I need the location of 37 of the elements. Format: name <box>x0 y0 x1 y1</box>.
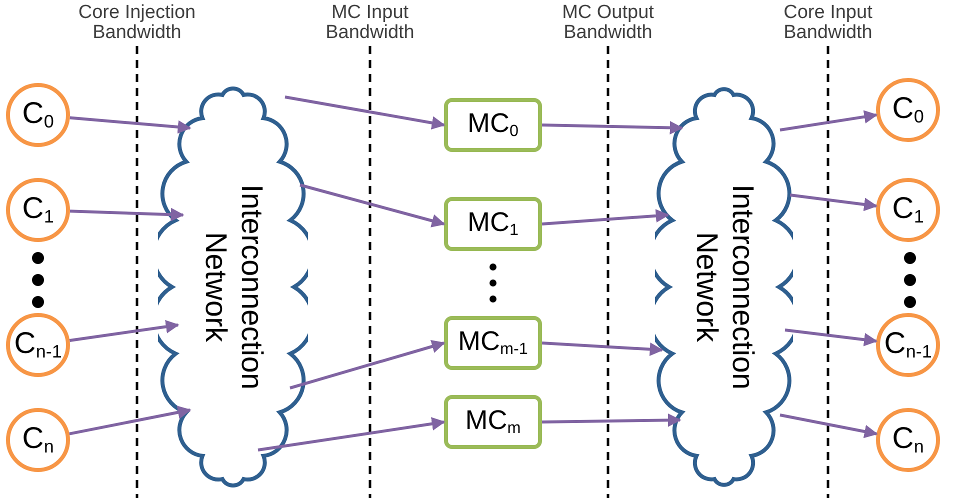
arrow <box>790 194 878 212</box>
arrow <box>784 328 878 346</box>
core-label: C$_{n}$ <box>892 424 924 456</box>
controller-label: MC$_{0}$ <box>467 110 518 140</box>
column-heading: Core Injection Bandwidth <box>77 3 197 43</box>
core-label: C$_{n}$ <box>22 424 54 456</box>
arrow <box>780 110 878 132</box>
core-label: C$_{0}$ <box>22 99 54 131</box>
controller-label: MC$_{m-1}$ <box>458 328 528 358</box>
core-label: C$_{0}$ <box>892 94 924 126</box>
network-label: Interconnection Network <box>198 183 269 392</box>
memory-controller-box <box>444 197 542 251</box>
network-label: Interconnection Network <box>689 183 760 392</box>
memory-controller-box <box>444 98 542 152</box>
arrow <box>69 406 192 436</box>
core-label: C$_{n-1}$ <box>14 329 62 361</box>
column-heading: MC Output Bandwidth <box>561 3 655 43</box>
arrow <box>542 342 664 356</box>
core-label: C$_{1}$ <box>22 194 54 226</box>
arrow <box>542 413 682 427</box>
arrow <box>290 340 446 390</box>
arrow <box>69 320 180 342</box>
memory-controller-box <box>444 316 542 370</box>
arrow <box>284 96 446 130</box>
arrow <box>70 208 184 222</box>
column-heading: MC Input Bandwidth <box>324 3 416 43</box>
memory-controller-box <box>444 395 542 449</box>
column-heading: Core Input Bandwidth <box>782 3 874 43</box>
arrow <box>542 209 670 226</box>
arrow <box>70 116 192 134</box>
arrow <box>542 121 684 134</box>
core-label: C$_{n-1}$ <box>884 329 932 361</box>
controller-label: MC$_{1}$ <box>467 209 518 239</box>
arrow <box>300 184 446 228</box>
controller-label: MC$_{m}$ <box>465 407 521 437</box>
arrow <box>258 417 446 452</box>
core-label: C$_{1}$ <box>892 194 924 226</box>
